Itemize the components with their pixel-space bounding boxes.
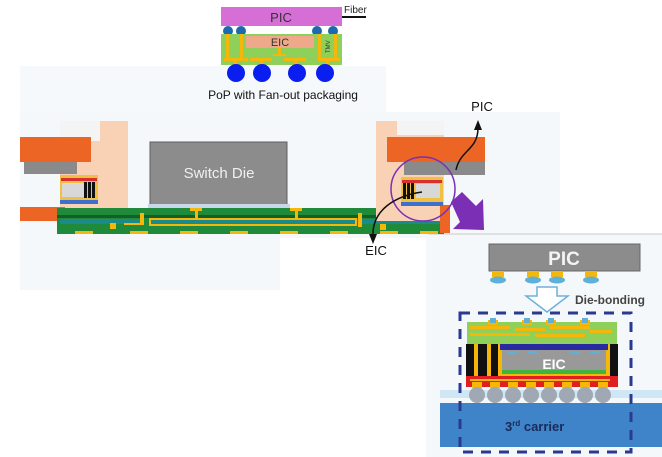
detail-eic-bottom: [502, 370, 606, 374]
detail-solder-balls: [469, 387, 611, 403]
switch-die-bumps: [148, 204, 290, 209]
right-eic-stack: [401, 177, 443, 206]
pop-caption: PoP with Fan-out packaging: [208, 88, 358, 102]
substrate-teal-right: [362, 219, 442, 224]
pop-rdl-traces: [224, 34, 340, 65]
detail-mold-black: [610, 344, 618, 376]
detail-top-pads: [490, 318, 588, 323]
switch-die-label: Switch Die: [184, 165, 255, 182]
detail-eic-label: EIC: [542, 356, 565, 372]
pop-microbump: [223, 26, 233, 36]
pop-solder-ball: [288, 64, 306, 82]
substrate-teal-left: [60, 219, 140, 224]
dashed-boundary-overlay: [458, 311, 633, 454]
fiber-label: Fiber: [344, 5, 367, 16]
eic-callout-label: EIC: [365, 243, 387, 258]
pop-pic-label: PIC: [270, 10, 292, 25]
magnifier-circle: [390, 156, 456, 222]
left-pic-die: [24, 162, 77, 174]
left-lid: [20, 137, 91, 162]
third-carrier: [440, 403, 662, 447]
left-lid-lower: [20, 207, 65, 221]
pop-diagram: PIC Fiber EIC TMV: [208, 5, 367, 102]
substrate-layer: [57, 215, 444, 218]
bg-cutout: [280, 238, 430, 290]
detail-pic-label: PIC: [548, 249, 580, 270]
zoom-arrow-icon: [451, 192, 484, 230]
pic-arrowhead-icon: [474, 120, 482, 130]
right-pic-die: [404, 162, 485, 175]
detail-eic-pads: [508, 351, 600, 354]
left-eic-stack: [60, 175, 98, 204]
right-lid-lower: [440, 205, 450, 233]
detail-eic-top: [500, 344, 608, 350]
switch-die: [149, 141, 288, 206]
right-frame-notch: [397, 121, 444, 135]
die-bonding-label: Die-bonding: [575, 293, 645, 307]
tmv-label: TMV: [326, 40, 332, 53]
pop-pic-die: [221, 7, 342, 26]
pop-solder-ball: [253, 64, 271, 82]
pop-solder-ball: [316, 64, 334, 82]
detail-diagram: PIC Die-bonding: [440, 243, 662, 454]
eic-arrowhead-icon: [369, 234, 377, 244]
pop-microbump: [312, 26, 322, 36]
detail-pic-bumps: [490, 271, 599, 284]
detail-mold-black: [491, 344, 498, 376]
substrate-bottom-pads: [75, 231, 438, 234]
detail-pic-die: [488, 243, 641, 272]
detail-bottom-traces: [470, 379, 610, 388]
detail-eic-die: [502, 350, 606, 370]
pop-eic-label: EIC: [271, 37, 289, 49]
carrier-label: 3rd carrier: [505, 419, 564, 434]
pic-callout-arrow: [455, 127, 479, 171]
pic-callout-label: PIC: [471, 99, 493, 114]
main-diagram: Switch Die: [20, 99, 493, 258]
pop-solder-ball: [227, 64, 245, 82]
substrate-teal-channel: [149, 218, 357, 226]
right-lid: [387, 137, 485, 162]
pop-microbump: [236, 26, 246, 36]
left-frame-notch: [60, 121, 100, 141]
detail-mold-black: [466, 344, 474, 376]
pop-microbump: [328, 26, 338, 36]
substrate-traces: [110, 208, 386, 230]
detail-mold-black: [478, 344, 487, 376]
die-bonding-arrow-icon: [523, 286, 571, 313]
detail-bottom-rdl: [466, 376, 618, 387]
pop-eic-die: [246, 36, 314, 48]
eic-callout-arrow: [372, 191, 423, 237]
